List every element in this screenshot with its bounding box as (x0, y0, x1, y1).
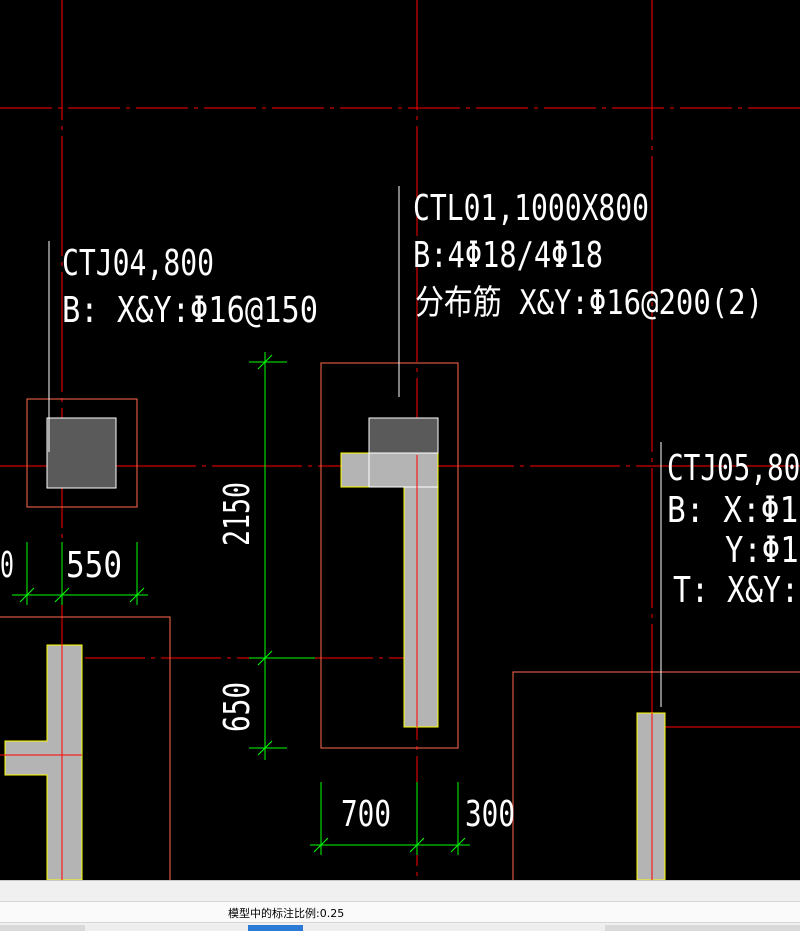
ctj04-rebar-label: B: X&Y:Φ16@150 (62, 290, 318, 331)
dim-550-text: 550 (66, 545, 122, 586)
ctj04-name-label: CTJ04,800 (62, 243, 214, 284)
ctj05-by-label: Y:Φ18 (725, 530, 800, 571)
horizontal-scrollbar[interactable] (0, 925, 800, 931)
ctl01-outline (320, 362, 459, 749)
scrollbar-thumb[interactable] (248, 925, 303, 931)
ctl01-wall (340, 417, 439, 728)
ctj05-t-label: T: X&Y:Φ (673, 570, 800, 611)
leader-lines (48, 186, 662, 707)
right-wall (636, 712, 666, 880)
ctl01-distribution-label: 分布筋 X&Y:Φ16@200(2) (415, 283, 763, 323)
scrollbar-track-area[interactable] (85, 925, 605, 931)
ctj05-name-label: CTJ05,800 (667, 448, 800, 489)
cad-viewport[interactable]: 0 550 2150 650 700 300 CTJ04,800 B: X&Y:… (0, 0, 800, 880)
dim-2150-text: 2150 (217, 482, 258, 546)
right-footing-outline (512, 671, 800, 880)
cap-outlines (0, 362, 800, 880)
ctj04-outline (26, 398, 138, 508)
ctl01-rebar-label: B:4Φ18/4Φ18 (413, 235, 603, 276)
ctl01-name-label: CTL01,1000X800 (413, 188, 649, 229)
annotation-scale-label: 模型中的标注比例:0.25 (228, 907, 345, 920)
ctj05-bx-label: B: X:Φ16 (667, 490, 800, 531)
ctj04-column (46, 417, 117, 489)
dimension-lines (12, 352, 470, 855)
drawing-canvas: 0 550 2150 650 700 300 CTJ04,800 B: X&Y:… (0, 0, 800, 880)
dim-650-text: 650 (217, 682, 258, 732)
left-footing-outline (0, 616, 171, 880)
dim-700-text: 700 (341, 794, 391, 835)
left-wall (4, 644, 83, 880)
status-row: 模型中的标注比例:0.25 (0, 901, 800, 923)
dim-left-text: 0 (0, 545, 14, 586)
dim-300-text: 300 (465, 794, 515, 835)
status-bar: 模型中的标注比例:0.25 (0, 880, 800, 931)
